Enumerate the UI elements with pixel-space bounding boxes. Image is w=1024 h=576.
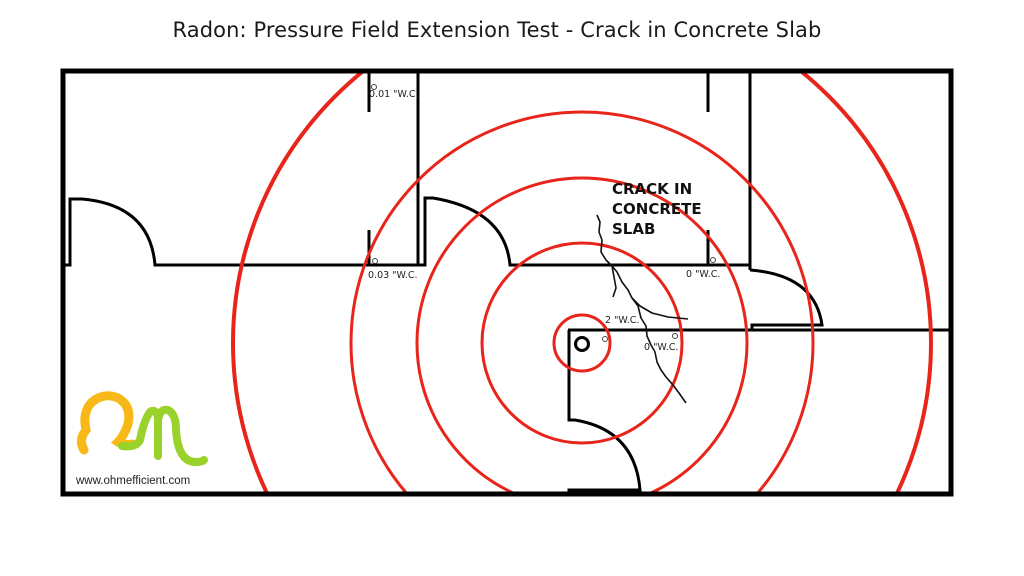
test-point-label: 0.03 "W.C.	[368, 270, 418, 281]
outer-walls	[60, 68, 954, 497]
test-point-label: 2 "W.C.	[605, 315, 639, 326]
suction-pipe-icon	[574, 336, 590, 352]
interior-walls	[63, 71, 951, 494]
test-point-marker	[372, 258, 378, 264]
test-point-label: 0 "W.C.	[686, 269, 720, 280]
diagram-title: Radon: Pressure Field Extension Test - C…	[172, 18, 822, 42]
test-point-markers	[371, 84, 716, 342]
test-point-marker	[602, 336, 608, 342]
m-icon	[118, 405, 208, 466]
pressure-ring-4	[349, 110, 815, 494]
omega-icon	[76, 391, 137, 455]
pressure-ring-5	[231, 71, 933, 494]
ohm-efficient-logo: www.ohmefficient.com	[75, 391, 208, 487]
crack-annotation-line3: SLAB	[612, 220, 655, 238]
website-url: www.ohmefficient.com	[75, 475, 190, 487]
test-point-marker	[710, 257, 716, 263]
test-point-label: 0.01 "W.C.	[369, 89, 419, 100]
pressure-ring-2	[480, 241, 684, 445]
test-point-marker	[371, 84, 377, 90]
pressure-rings	[231, 71, 933, 494]
test-point-marker	[672, 333, 678, 339]
crack-annotation-line2: CONCRETE	[612, 200, 702, 218]
pressure-ring-1	[552, 313, 612, 373]
test-point-label: 0 "W.C.	[644, 342, 678, 353]
crack-icon	[596, 214, 689, 404]
pressure-ring-3	[415, 176, 749, 494]
crack-annotation-line1: CRACK IN	[612, 180, 692, 198]
